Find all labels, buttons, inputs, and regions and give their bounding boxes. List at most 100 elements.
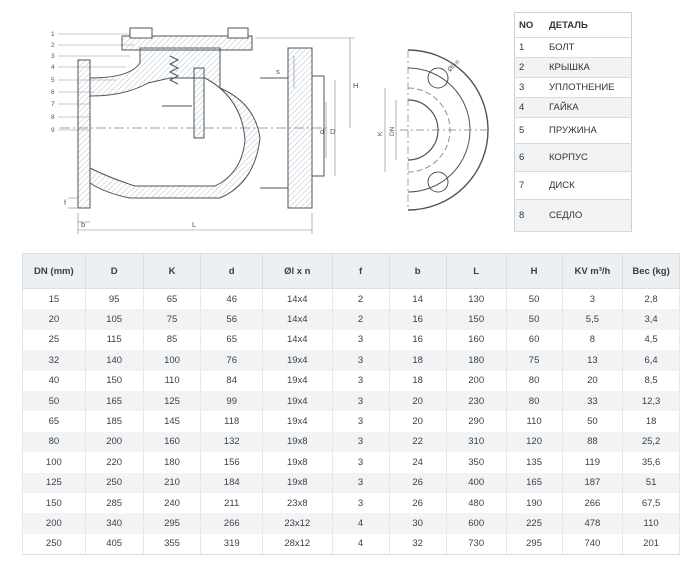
dims-cell: 290 xyxy=(445,411,507,432)
dims-cell: 14x4 xyxy=(261,288,333,310)
dims-cell: 46 xyxy=(200,288,263,310)
dims-cell: 220 xyxy=(84,452,144,473)
dims-cell: 160 xyxy=(445,329,507,351)
dims-cell: 100 xyxy=(22,452,86,473)
parts-cell-no: 4 xyxy=(514,97,545,118)
dims-cell: 285 xyxy=(84,492,144,514)
dims-cell: 125 xyxy=(22,472,86,493)
dims-cell: 355 xyxy=(142,533,202,556)
dims-cell: 19x4 xyxy=(261,390,333,412)
dims-cell: 295 xyxy=(142,513,202,534)
dims-cell: 50 xyxy=(22,390,86,412)
dims-cell: 28x12 xyxy=(261,533,333,556)
dims-cell: 230 xyxy=(445,390,507,412)
dims-cell: 99 xyxy=(200,390,263,412)
callout-4: 4 xyxy=(51,64,55,71)
dims-cell: 4 xyxy=(331,533,390,556)
dims-cell: 180 xyxy=(445,350,507,371)
dims-cell: 20 xyxy=(388,411,447,432)
dims-cell: 14x4 xyxy=(261,309,333,330)
dims-cell: 135 xyxy=(505,452,563,473)
dims-cell: 65 xyxy=(142,288,202,310)
dims-cell: 110 xyxy=(142,370,202,391)
dims-cell: 80 xyxy=(505,390,563,412)
dims-cell: 6,4 xyxy=(622,350,680,371)
dims-cell: 478 xyxy=(561,513,624,534)
dims-cell: 60 xyxy=(505,329,563,351)
callout-2: 2 xyxy=(51,42,55,49)
dims-cell: 480 xyxy=(445,492,507,514)
dims-cell: 50 xyxy=(505,288,563,310)
parts-cell-no: 2 xyxy=(514,57,545,78)
parts-cell-name: КРЫШКА xyxy=(545,57,632,78)
dims-cell: 30 xyxy=(388,513,447,534)
parts-header-part: ДЕТАЛЬ xyxy=(545,12,632,38)
dims-cell: 20 xyxy=(561,370,624,391)
dims-cell: 19x4 xyxy=(261,411,333,432)
dims-cell: 24 xyxy=(388,452,447,473)
dims-header-cell: H xyxy=(505,253,563,289)
dims-cell: 3,4 xyxy=(622,309,680,330)
dims-cell: 125 xyxy=(142,390,202,412)
valve-drawing-svg: 1 2 3 4 5 6 7 8 9 xyxy=(51,27,490,234)
parts-cell-name: БОЛТ xyxy=(545,37,632,58)
dims-cell: 40 xyxy=(22,370,86,391)
dims-header-cell: f xyxy=(331,253,390,289)
dims-cell: 350 xyxy=(445,452,507,473)
dims-cell: 50 xyxy=(561,411,624,432)
dims-cell: 201 xyxy=(622,533,680,556)
dims-cell: 80 xyxy=(505,370,563,391)
dims-cell: 165 xyxy=(84,390,144,412)
dims-cell: 100 xyxy=(142,350,202,371)
dim-label-H: H xyxy=(353,81,358,90)
dims-cell: 250 xyxy=(22,533,86,556)
dims-cell: 210 xyxy=(142,472,202,493)
dims-cell: 295 xyxy=(505,533,563,556)
dims-cell: 118 xyxy=(200,411,263,432)
dims-cell: 19x4 xyxy=(261,370,333,391)
dims-cell: 110 xyxy=(505,411,563,432)
dims-cell: 160 xyxy=(142,431,202,453)
dims-cell: 19x8 xyxy=(261,452,333,473)
dims-cell: 19x4 xyxy=(261,350,333,371)
parts-cell-no: 1 xyxy=(514,37,545,58)
dims-cell: 150 xyxy=(445,309,507,330)
dims-cell: 32 xyxy=(388,533,447,556)
dims-cell: 310 xyxy=(445,431,507,453)
dims-cell: 600 xyxy=(445,513,507,534)
dims-cell: 115 xyxy=(84,329,144,351)
dims-cell: 18 xyxy=(622,411,680,432)
dims-cell: 3 xyxy=(331,431,390,453)
parts-cell-no: 8 xyxy=(514,199,545,232)
dim-label-L: L xyxy=(192,220,196,229)
dims-cell: 211 xyxy=(200,492,263,514)
dims-cell: 65 xyxy=(200,329,263,351)
dims-cell: 65 xyxy=(22,411,86,432)
dim-label-D: D xyxy=(330,127,336,136)
dims-cell: 200 xyxy=(445,370,507,391)
parts-cell-no: 7 xyxy=(514,171,545,200)
dims-cell: 3 xyxy=(331,370,390,391)
parts-cell-name: СЕДЛО xyxy=(545,199,632,232)
dims-cell: 18 xyxy=(388,370,447,391)
callout-9: 9 xyxy=(51,127,55,134)
dims-cell: 400 xyxy=(445,472,507,493)
dims-cell: 80 xyxy=(22,431,86,453)
dims-cell: 85 xyxy=(142,329,202,351)
parts-cell-no: 6 xyxy=(514,143,545,172)
dims-cell: 76 xyxy=(200,350,263,371)
dims-cell: 8,5 xyxy=(622,370,680,391)
callout-8: 8 xyxy=(51,114,55,121)
dims-cell: 119 xyxy=(561,452,624,473)
dims-cell: 14x4 xyxy=(261,329,333,351)
dims-cell: 18 xyxy=(388,350,447,371)
parts-cell-name: УПЛОТНЕНИЕ xyxy=(545,77,632,98)
dims-cell: 3 xyxy=(331,452,390,473)
